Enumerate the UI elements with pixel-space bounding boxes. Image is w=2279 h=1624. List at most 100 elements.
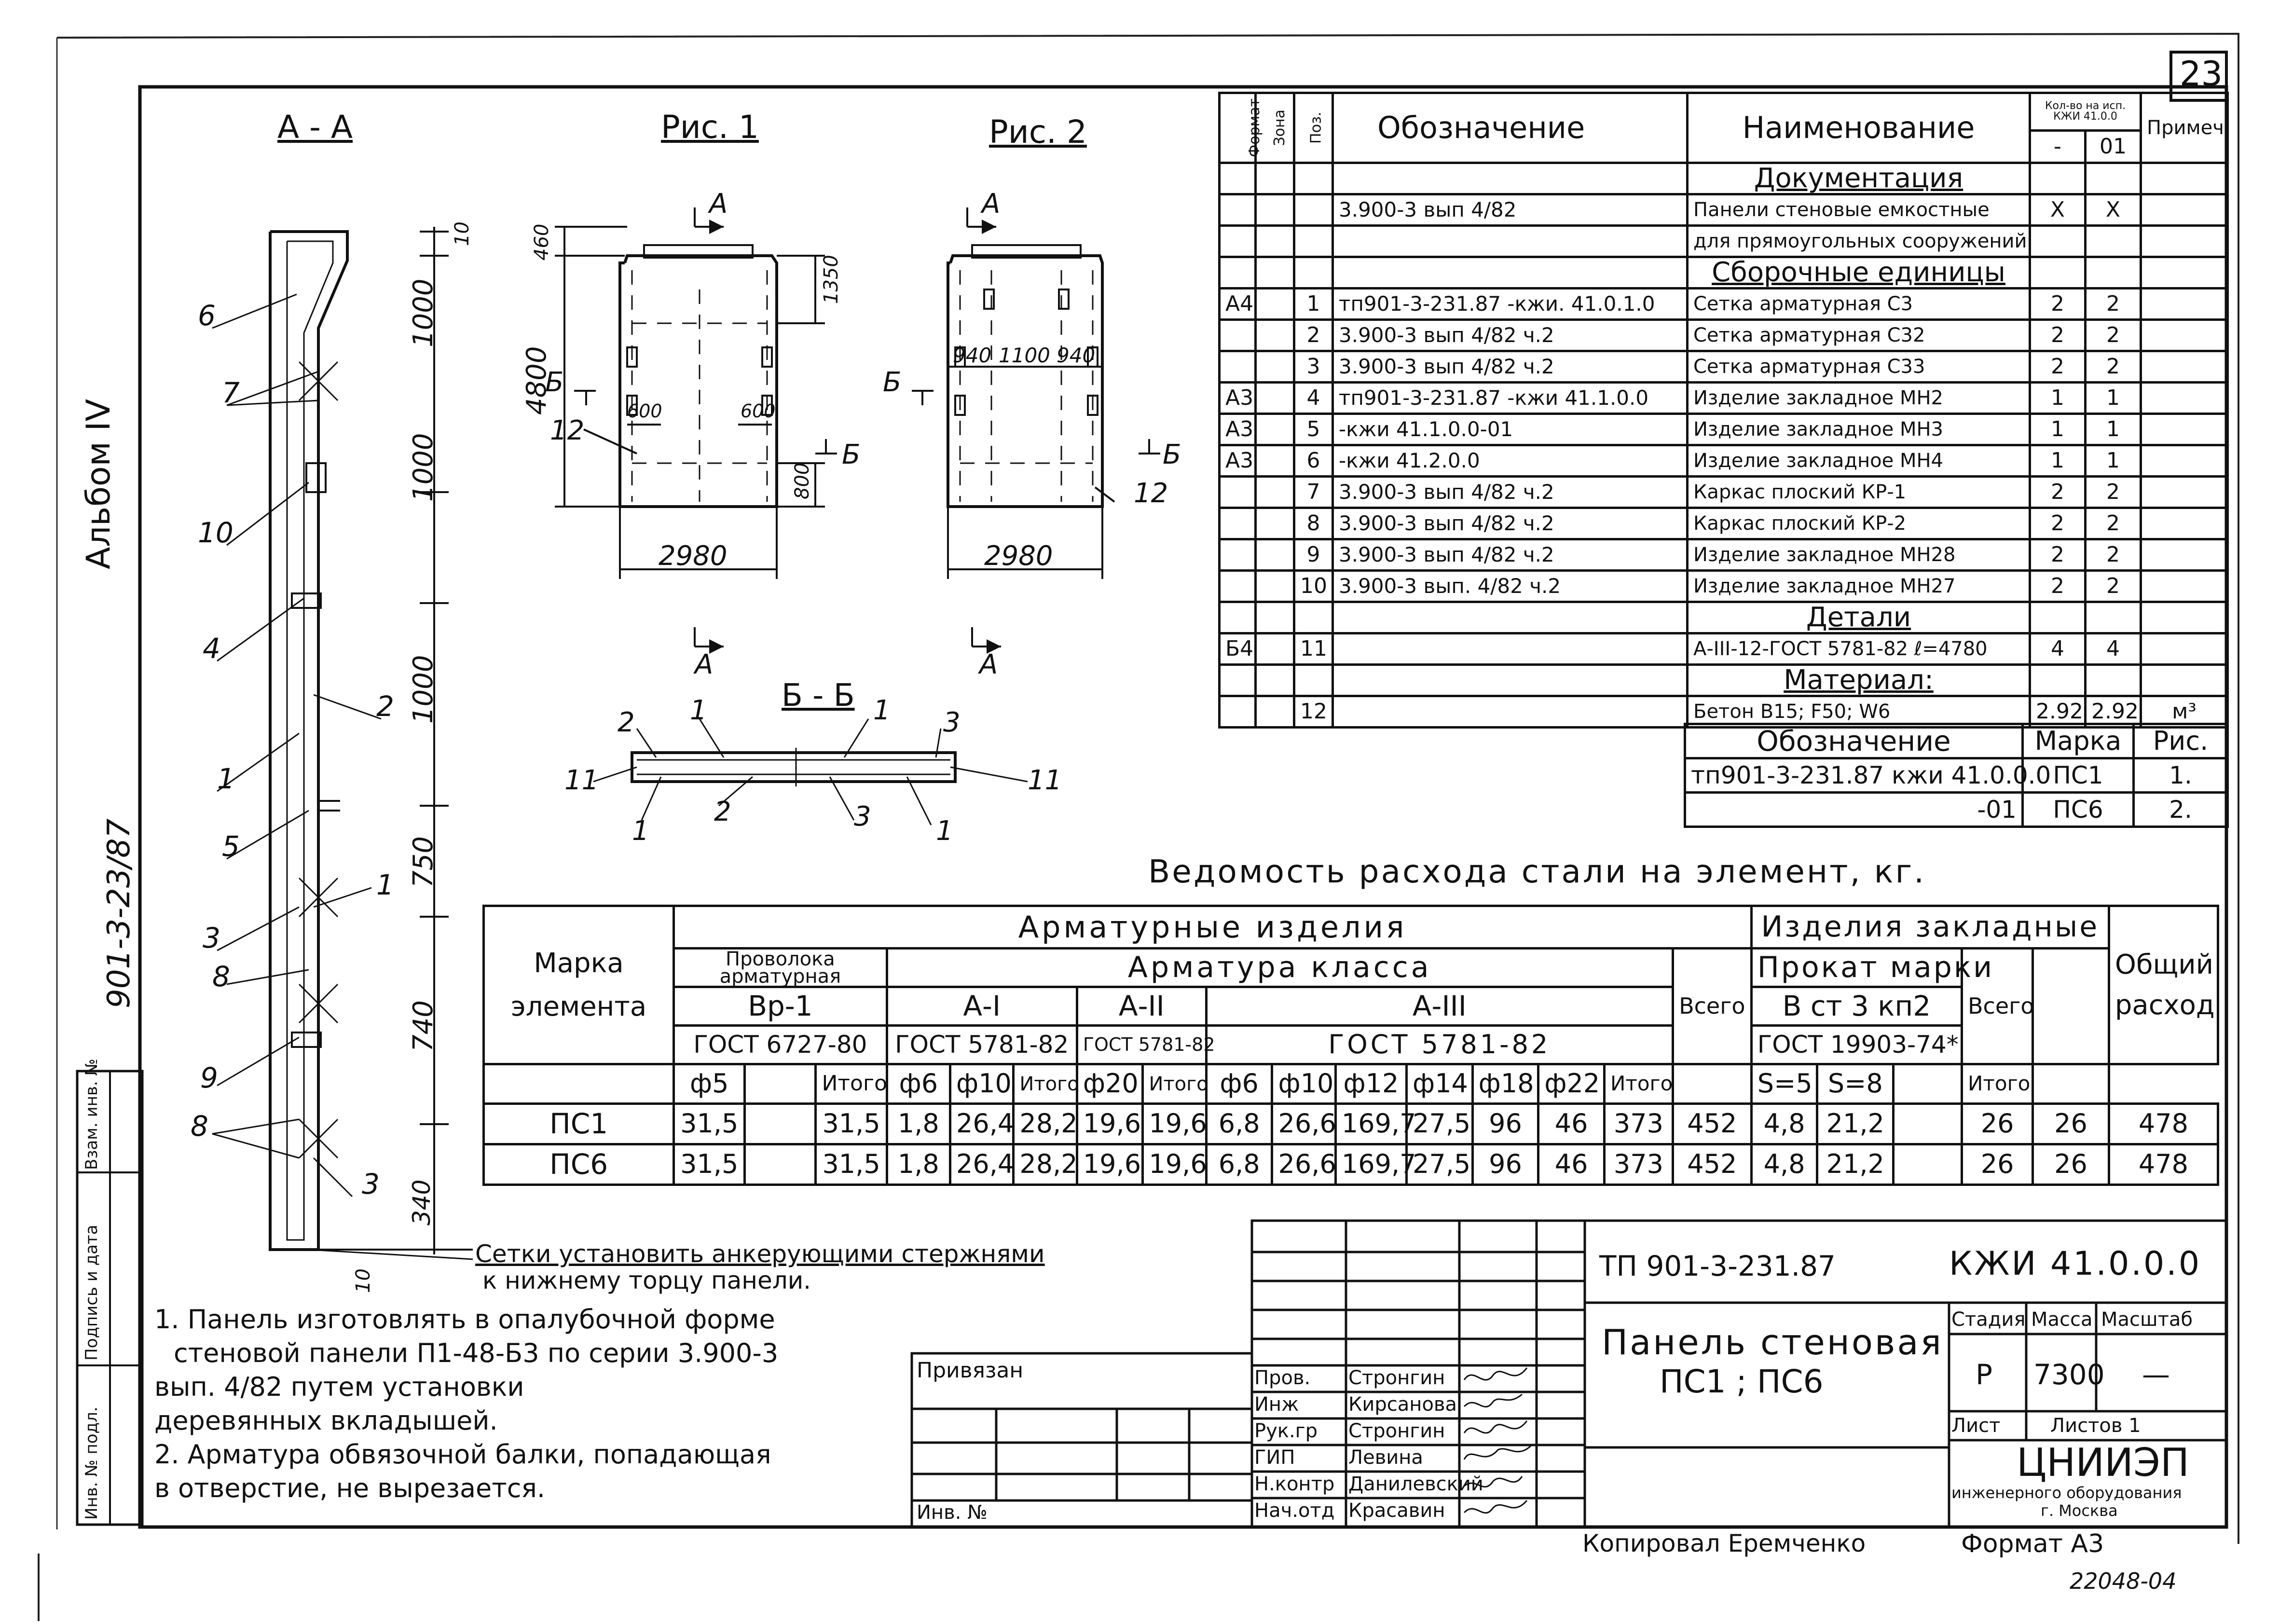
spec-h-zone: Зона [1254,92,1295,164]
steel-diam: ф6 [885,1063,952,1105]
steel-diam: ф10 [949,1063,1015,1105]
spec-cell-name: Сетка арматурная С32 [1686,318,2031,352]
spec-cell-format [1218,507,1257,540]
spec-cell-note [2140,224,2229,258]
spec-cell-format: А3 [1218,444,1257,478]
steel-cell: 26 [2032,1102,2110,1145]
signer-role: Рук.гр [1254,1420,1318,1442]
spec-cell-qty: X [2084,193,2142,227]
spec-cell-qty: 1 [2029,381,2087,415]
mark-cell-fig: 2. [2132,791,2229,828]
bb-callout-11a: 11 [564,765,599,796]
fig2-dim-1100: 1100 [999,344,1050,367]
steel-cell: 31,5 [673,1102,746,1145]
doc-code: ТП 901-3-231.87 [1599,1250,1836,1282]
spec-cell-designation: 3.900-3 вып. 4/82 ч.2 [1332,569,1689,603]
spec-cell-pos: 5 [1293,413,1334,446]
spec-cell-pos: 11 [1293,632,1334,666]
steel-cell: 28,2 [1012,1143,1078,1186]
steel-h-total-rebar: Всего [1671,947,1753,1065]
mark-table: Обозначение Марка Рис. тп901-3-231.87 кж… [1684,723,2229,828]
steel-cell: 26,4 [949,1143,1015,1186]
spec-cell-format [1218,256,1257,289]
bb-callout-1d: 1 [936,815,953,847]
spec-cell-designation [1332,695,1689,729]
spec-cell-qty [2084,162,2142,195]
fig2-label-b-right: Б [1163,439,1181,470]
spec-cell-format [1218,162,1257,195]
steel-cell: 4,8 [1750,1102,1819,1145]
spec-cell-zone [1254,569,1295,603]
spec-cell-zone [1254,193,1295,227]
spec-cell-designation: 3.900-3 вып 4/82 ч.2 [1332,318,1689,352]
steel-h-a2: А-II [1075,986,1208,1027]
spec-cell-format [1218,695,1257,729]
spec-cell-note [2140,475,2229,509]
doc-mark: КЖИ 41.0.0.0 [1949,1245,2202,1283]
mark-h-designation: Обозначение [1684,723,2024,759]
aa-callout-3a: 3 [203,922,220,954]
spec-cell-format: А3 [1218,381,1257,415]
sheet-number: 23 [2180,54,2223,94]
bb-callout-1a: 1 [690,695,707,726]
steel-cell: 169,7 [1334,1102,1416,1145]
spec-cell-qty: 4 [2084,632,2142,666]
signer-name: Красавин [1348,1500,1445,1522]
spec-cell-note [2140,381,2229,415]
spec-cell-note [2140,538,2229,572]
spec-cell-pos: 4 [1293,381,1334,415]
steel-cell: 478 [2107,1102,2220,1145]
spec-cell-qty: 2 [2029,507,2087,540]
aa-callout-4: 4 [203,632,220,665]
spec-cell-designation [1332,632,1689,666]
steel-cell [743,1143,817,1186]
spec-cell-zone [1254,287,1295,321]
spec-section-title: Сборочные единицы [1686,256,2031,289]
privyazan-label: Привязан [917,1358,1024,1383]
spec-cell-name: Изделие закладное МН28 [1686,538,2031,572]
steel-cell: 27,5 [1405,1102,1474,1145]
bb-callout-2a: 2 [618,707,635,738]
steel-diam: ф12 [1334,1063,1408,1105]
mass-header: Масса [2031,1308,2093,1331]
spec-cell-pos [1293,663,1334,697]
spec-section-row: Материал: [1218,663,2229,697]
bottom-code: 22048-04 [2070,1568,2177,1594]
steel-cell: 26,6 [1271,1143,1337,1186]
org-city: г. Москва [2041,1501,2118,1520]
spec-cell-note [2140,632,2229,666]
aa-callout-8a: 8 [212,960,230,993]
spec-cell-note [2140,287,2229,321]
doc-title-line2: ПС1 ; ПС6 [1660,1363,1824,1400]
signer-role: Пров. [1254,1367,1311,1389]
spec-cell-note [2140,256,2229,289]
bb-callout-11b: 11 [1028,765,1062,796]
signer-role: Н.контр [1254,1473,1335,1495]
steel-h-rebar: Арматура класса [885,947,1674,988]
inv-label: Инв. № [917,1501,988,1524]
steel-cell: 452 [1671,1102,1753,1145]
bb-callout-1c: 1 [632,815,649,847]
spec-cell-qty: 2 [2084,287,2142,321]
spec-cell-format [1218,569,1257,603]
steel-h-vst: В ст 3 кп2 [1750,986,1963,1027]
aa-callout-6: 6 [198,299,216,332]
spec-cell-qty: 2 [2029,287,2087,321]
steel-cell: 6,8 [1205,1143,1274,1186]
spec-table: Формат Зона Поз. Обозначение Наименовани… [1218,92,2230,729]
steel-diam: Итого [814,1063,888,1105]
spec-cell-qty: 2 [2084,569,2142,603]
org-name: ЦНИИЭП [2017,1440,2189,1485]
fig2-dim-2980: 2980 [984,540,1053,572]
spec-cell-qty: 1 [2029,413,2087,446]
mark-cell-mark: ПС1 [2021,757,2135,794]
steel-h-gost-a1: ГОСТ 5781-82 [885,1024,1078,1065]
spec-header-row: Формат Зона Поз. Обозначение Наименовани… [1218,92,2230,164]
org-sub: инженерного оборудования [1951,1484,2182,1502]
spec-cell-pos: 10 [1293,569,1334,603]
signer-name: Данилевский [1348,1473,1483,1495]
steel-cell: 169,7 [1334,1143,1416,1186]
